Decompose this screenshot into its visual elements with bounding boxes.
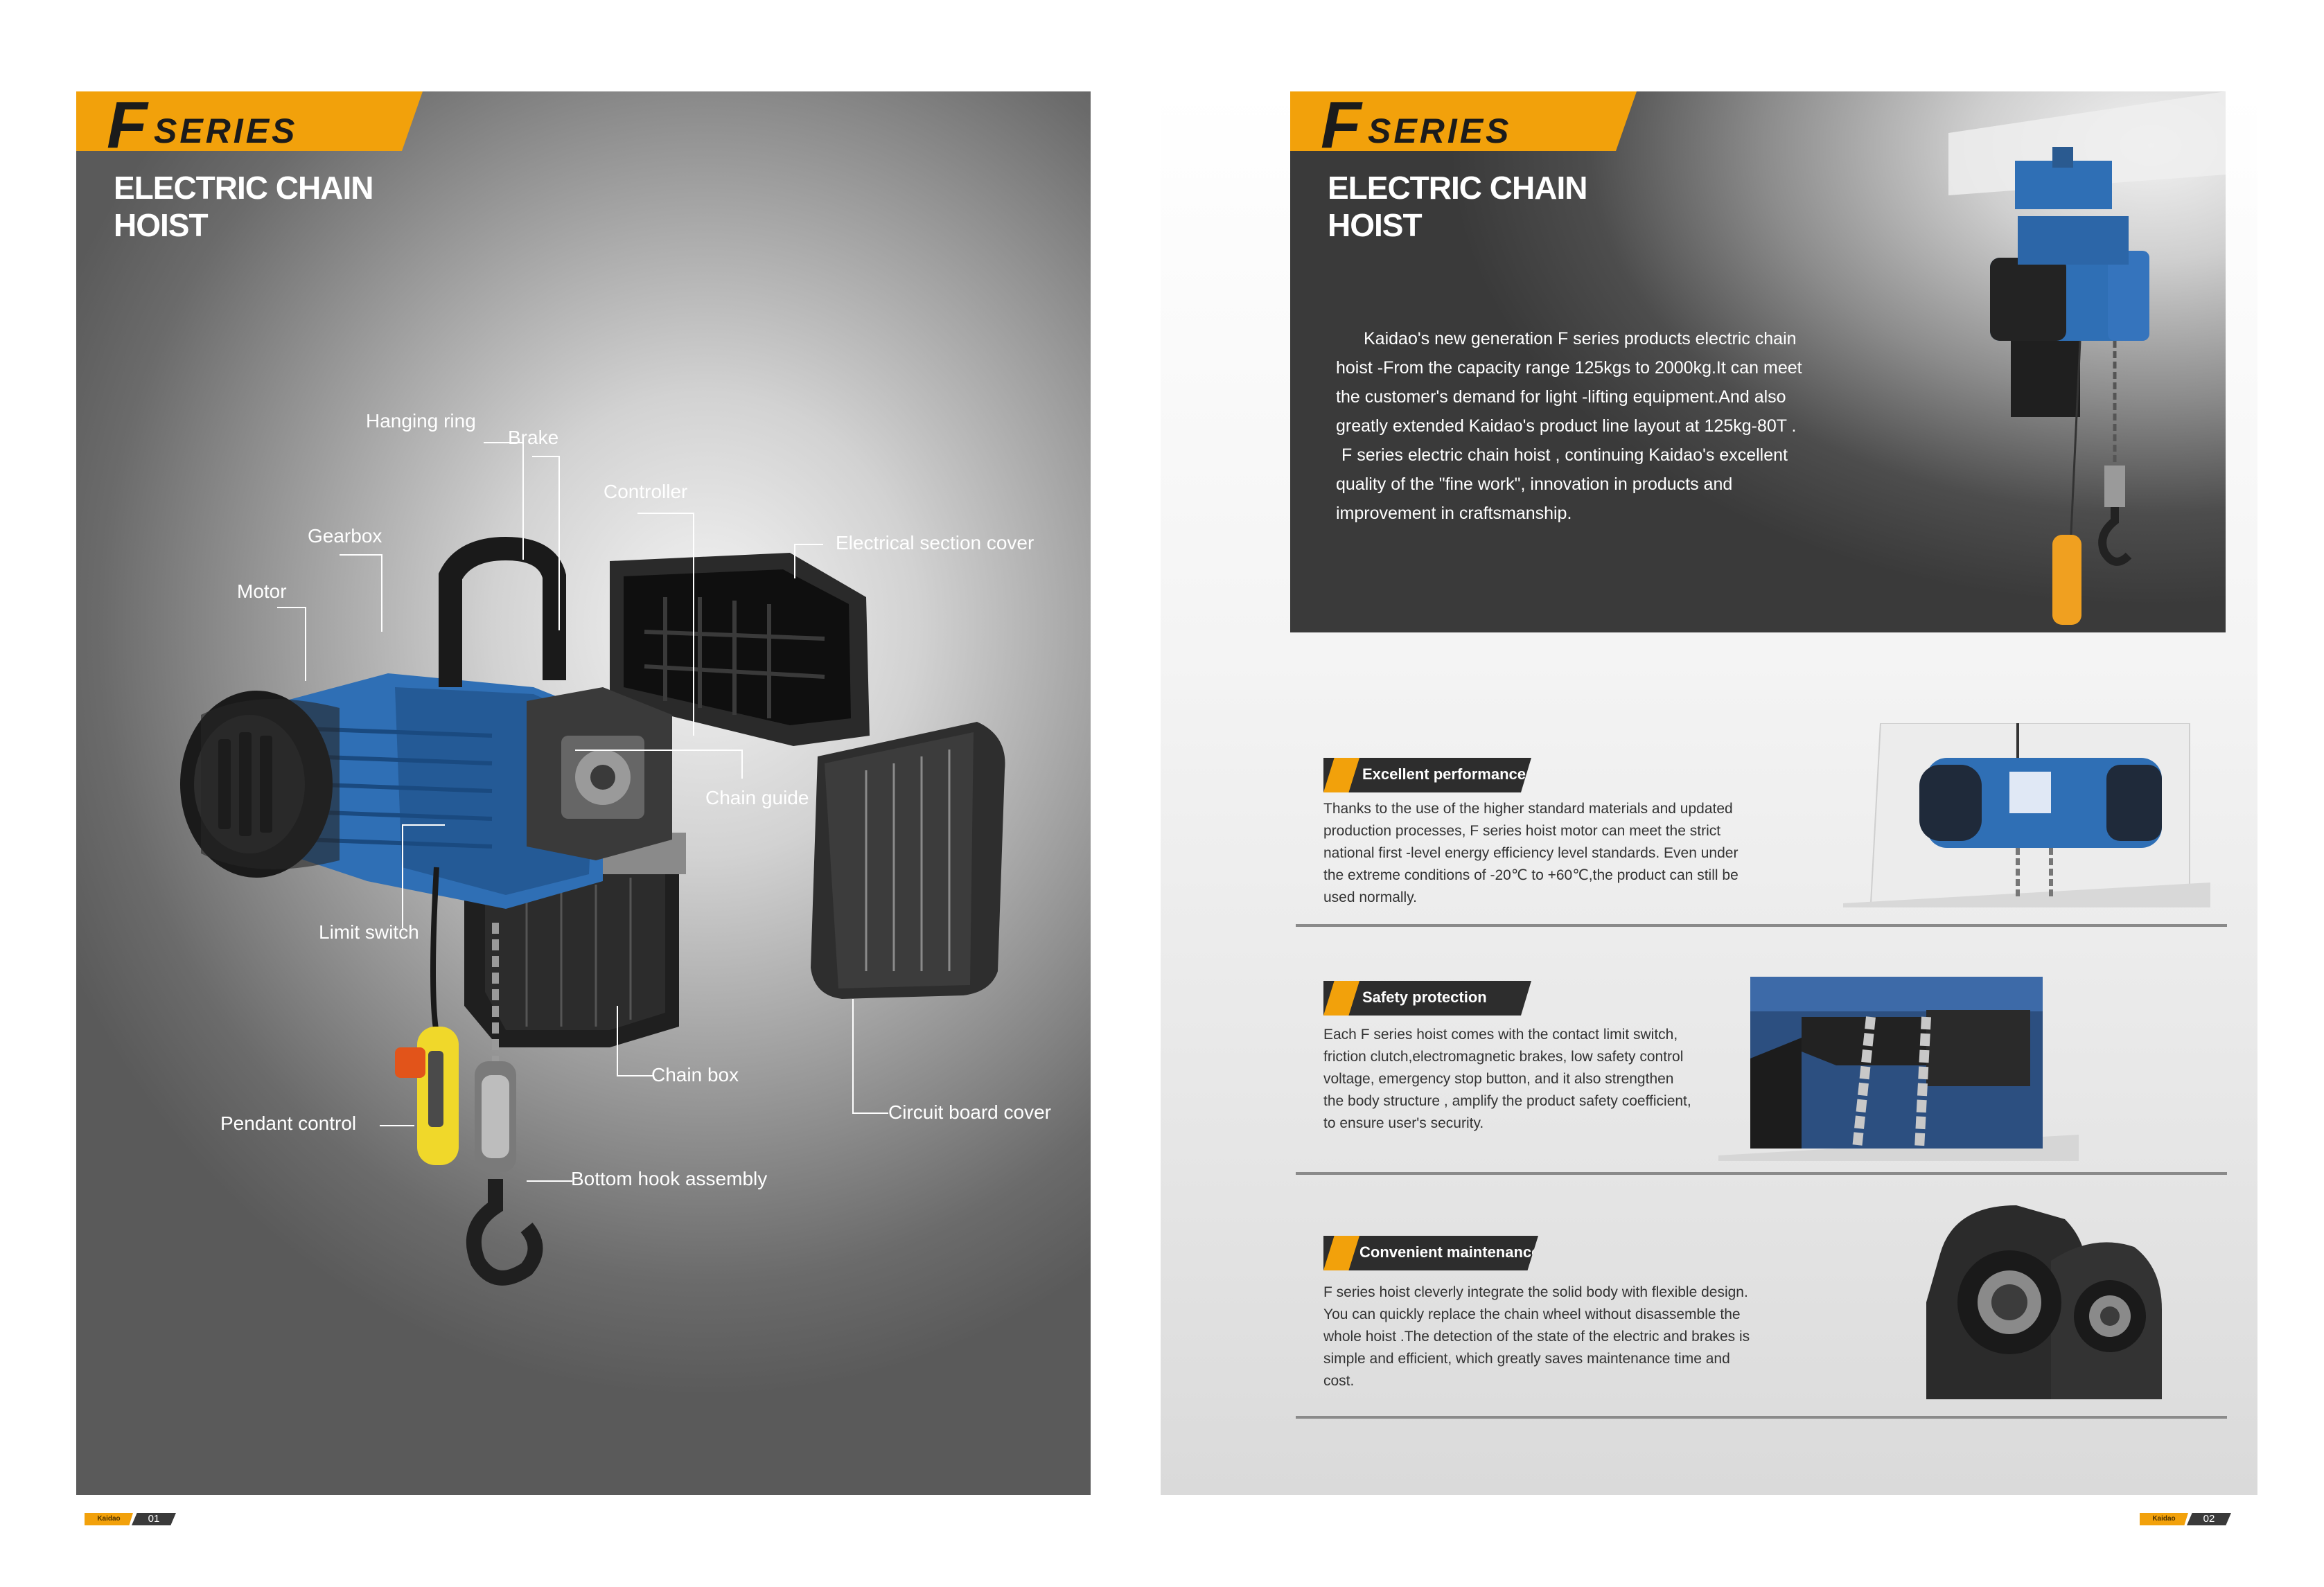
feature-tab-stripe bbox=[1323, 981, 1359, 1016]
page-title: ELECTRIC CHAIN HOIST bbox=[114, 169, 373, 244]
feature-tab-maintenance: Convenient maintenance bbox=[1323, 1236, 1538, 1270]
feature-tab-safety: Safety protection bbox=[1323, 981, 1531, 1016]
intro-line: greatly extended Kaidao's product line l… bbox=[1336, 416, 1797, 436]
feature-tab-stripe bbox=[1323, 1236, 1359, 1270]
label-controller: Controller bbox=[604, 481, 688, 502]
gearbox-housing-photo bbox=[1926, 1205, 2162, 1399]
feature-text-safety: Each F series hoist comes with the conta… bbox=[1323, 1024, 1753, 1135]
title-line-1-right: ELECTRIC CHAIN bbox=[1328, 170, 1587, 206]
intro-line: Kaidao's new generation F series product… bbox=[1364, 329, 1797, 348]
leader-motor bbox=[277, 607, 306, 681]
feature-title: Convenient maintenance bbox=[1359, 1243, 1540, 1261]
leader-chain-guide bbox=[575, 750, 743, 779]
motor-product-photo bbox=[1843, 723, 2210, 907]
label-chain-box: Chain box bbox=[651, 1064, 739, 1085]
label-gearbox: Gearbox bbox=[308, 525, 382, 547]
page-title-right: ELECTRIC CHAIN HOIST bbox=[1328, 169, 1587, 244]
leader-electrical-cover bbox=[794, 544, 823, 578]
series-letter: F bbox=[107, 91, 148, 162]
feature-line: the body structure , amplify the product… bbox=[1323, 1093, 1691, 1109]
feature-line: whole hoist .The detection of the state … bbox=[1323, 1329, 1750, 1345]
title-line-2-right: HOIST bbox=[1328, 207, 1423, 243]
title-line-2: HOIST bbox=[114, 207, 209, 243]
label-electrical-cover: Electrical section cover bbox=[836, 532, 1035, 553]
leader-brake bbox=[532, 456, 560, 630]
electrical-cover-part bbox=[610, 553, 870, 746]
intro-line: hoist -From the capacity range 125kgs to… bbox=[1336, 358, 1802, 378]
feature-line: used normally. bbox=[1323, 889, 1418, 905]
feature-line: Thanks to the use of the higher standard… bbox=[1323, 801, 1733, 817]
feature-line: national first -level energy efficiency … bbox=[1323, 845, 1738, 861]
label-pendant: Pendant control bbox=[220, 1112, 357, 1134]
footer-brand: Kaidao bbox=[97, 1515, 121, 1523]
leader-pendant bbox=[380, 1125, 414, 1126]
feature-title: Safety protection bbox=[1362, 988, 1487, 1006]
intro-line: the customer's demand for light -lifting… bbox=[1336, 387, 1786, 407]
series-word: SERIES bbox=[154, 112, 298, 150]
footer-page-number-right: 02 bbox=[2187, 1513, 2231, 1525]
footer-brand-tag: Kaidao bbox=[85, 1513, 133, 1525]
leader-bottom-hook bbox=[527, 1180, 572, 1182]
leader-circuit-cover bbox=[852, 999, 888, 1114]
feature-line: You can quickly replace the chain wheel … bbox=[1323, 1306, 1741, 1322]
intro-line: F series electric chain hoist , continui… bbox=[1341, 445, 1788, 465]
label-limit-switch: Limit switch bbox=[319, 921, 419, 943]
feature-text-maintenance: F series hoist cleverly integrate the so… bbox=[1323, 1282, 1822, 1392]
feature-line: the extreme conditions of -20℃ to +60℃,t… bbox=[1323, 867, 1738, 883]
footer-page-number: 01 bbox=[132, 1513, 176, 1525]
footer-brand-tag-right: Kaidao bbox=[2140, 1513, 2188, 1525]
label-hanging-ring: Hanging ring bbox=[366, 410, 476, 432]
intro-hero-box: F SERIES ELECTRIC CHAIN HOIST Kaidao's n… bbox=[1290, 91, 2226, 632]
circuit-cover-part bbox=[811, 722, 1005, 999]
feature-text-performance: Thanks to the use of the higher standard… bbox=[1323, 798, 1822, 909]
intro-line: quality of the "fine work", innovation i… bbox=[1336, 475, 1733, 494]
leader-hanging-ring bbox=[484, 442, 524, 560]
series-letter-right: F bbox=[1321, 91, 1362, 162]
left-page-panel: F SERIES ELECTRIC CHAIN HOIST bbox=[76, 91, 1091, 1495]
leader-limit-switch bbox=[402, 824, 445, 928]
section-divider bbox=[1296, 924, 2227, 927]
exploded-hoist-illustration bbox=[180, 536, 1005, 1286]
label-motor: Motor bbox=[237, 580, 287, 602]
leader-chain-box bbox=[617, 1006, 653, 1076]
feature-line: voltage, emergency stop button, and it a… bbox=[1323, 1071, 1674, 1087]
feature-title: Excellent performance bbox=[1362, 765, 1526, 783]
feature-tab-stripe bbox=[1323, 758, 1359, 792]
installed-hoist-photo bbox=[1948, 91, 2226, 625]
label-brake: Brake bbox=[508, 427, 559, 448]
feature-line: friction clutch,electromagnetic brakes, … bbox=[1323, 1049, 1684, 1065]
leader-gearbox bbox=[340, 554, 382, 632]
series-tab-right: F SERIES bbox=[1290, 91, 1637, 151]
chain-closeup-photo bbox=[1718, 977, 2079, 1161]
footer-brand-right: Kaidao bbox=[2152, 1515, 2176, 1523]
intro-paragraph: Kaidao's new generation F series product… bbox=[1336, 324, 1835, 528]
intro-line: improvement in craftsmanship. bbox=[1336, 504, 1572, 523]
label-bottom-hook: Bottom hook assembly bbox=[571, 1168, 768, 1189]
feature-line: to ensure user's security. bbox=[1323, 1115, 1484, 1131]
leader-controller bbox=[637, 513, 694, 736]
series-tab: F SERIES bbox=[76, 91, 423, 151]
title-line-1: ELECTRIC CHAIN bbox=[114, 170, 373, 206]
hoist-body-part bbox=[284, 536, 672, 909]
motor-end-cap-part bbox=[180, 691, 340, 878]
label-chain-guide: Chain guide bbox=[705, 787, 809, 808]
pendant-control-part bbox=[395, 1027, 459, 1165]
feature-tab-performance: Excellent performance bbox=[1323, 758, 1531, 792]
series-word-right: SERIES bbox=[1368, 112, 1512, 150]
section-divider bbox=[1296, 1416, 2227, 1419]
feature-line: Each F series hoist comes with the conta… bbox=[1323, 1027, 1678, 1043]
section-divider bbox=[1296, 1172, 2227, 1175]
feature-line: simple and efficient, which greatly save… bbox=[1323, 1351, 1730, 1367]
feature-line: cost. bbox=[1323, 1373, 1355, 1389]
feature-line: production processes, F series hoist mot… bbox=[1323, 823, 1721, 839]
bottom-hook-part bbox=[466, 923, 543, 1286]
feature-line: F series hoist cleverly integrate the so… bbox=[1323, 1284, 1748, 1300]
label-circuit-cover: Circuit board cover bbox=[888, 1101, 1051, 1123]
